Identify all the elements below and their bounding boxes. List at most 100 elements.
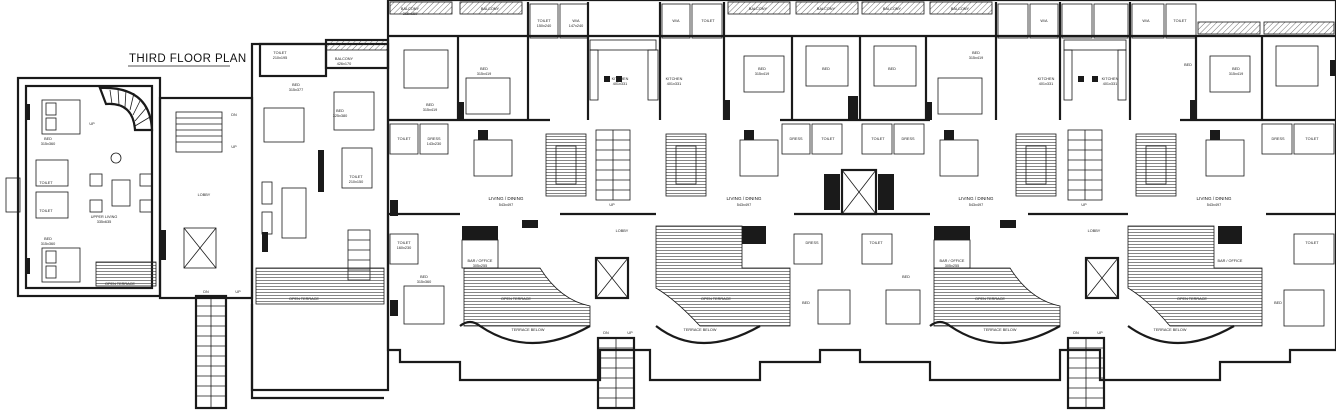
room-label-open-terrace: OPEN TERRACE	[105, 282, 135, 286]
stair-up-label: UP	[1081, 203, 1087, 207]
plan-title: THIRD FLOOR PLAN	[129, 53, 247, 65]
room-label-toilet: TOILET	[39, 209, 53, 213]
room-dim: 210x195	[273, 56, 288, 60]
room-label-balcony: BALCONY	[749, 7, 768, 11]
left-wing	[5, 76, 162, 298]
room-dim: 315x150	[403, 12, 418, 16]
room-label-toilet: TOILET	[871, 137, 885, 141]
room-label-bed: BED	[336, 109, 344, 113]
room-label-toilet: TOILET	[349, 175, 363, 179]
room-dim: 147x240	[569, 24, 584, 28]
room-label-toilet: TOILET	[273, 51, 287, 55]
main-building	[386, 0, 1336, 410]
room-dim: 315x360	[41, 242, 56, 246]
room-label-bed: BED	[802, 301, 810, 305]
room-dim: 543x497	[737, 203, 752, 207]
room-label-terrace-below: TERRACE BELOW	[684, 328, 717, 332]
room-label-bed: BED	[1274, 301, 1282, 305]
room-dim: 143x230	[427, 142, 442, 146]
room-label-toilet: TOILET	[537, 19, 551, 23]
room-label-wa: W/A	[572, 19, 580, 23]
stair-up-label: UP	[627, 331, 633, 335]
room-dim: 325x380	[333, 114, 348, 118]
room-label-wa: W/A	[1040, 19, 1048, 23]
room-dim: 401x331	[613, 82, 628, 86]
room-label-bar-office: BAR / OFFICE	[1218, 259, 1243, 263]
room-label-dress: DRESS	[805, 241, 819, 245]
room-label-balcony: BALCONY	[817, 7, 836, 11]
room-label-lobby: LOBBY	[198, 193, 211, 197]
room-dim: 315x419	[1229, 72, 1244, 76]
room-dim: 335x635	[97, 220, 112, 224]
room-label-bed: BED	[758, 67, 766, 71]
room-label-kitchen: KITCHEN	[666, 77, 683, 81]
room-label-open-terrace: OPEN TERRACE	[289, 297, 319, 301]
room-label-bed: BED	[1184, 63, 1192, 67]
room-label-toilet: TOILET	[1305, 241, 1319, 245]
room-label-dress: DRESS	[789, 137, 803, 141]
room-label-toilet: TOILET	[397, 137, 411, 141]
room-label-bed: BED	[420, 275, 428, 279]
room-label-living-dining: LIVING / DINING	[1197, 196, 1232, 201]
room-label-living-dining: LIVING / DINING	[959, 196, 994, 201]
room-label-bar-office: BAR / OFFICE	[468, 259, 493, 263]
stair-up-label: UP	[231, 145, 237, 149]
room-dim: 150x240	[537, 24, 552, 28]
room-label-dress: DRESS	[1271, 137, 1285, 141]
room-label-bed: BED	[822, 67, 830, 71]
room-label-dress: DRESS	[901, 137, 915, 141]
room-label-toilet: TOILET	[821, 137, 835, 141]
room-label-dress: DRESS	[427, 137, 441, 141]
room-dim: 543x497	[969, 203, 984, 207]
room-label-open-terrace: OPEN TERRACE	[975, 297, 1005, 301]
room-label-open-terrace: OPEN TERRACE	[1177, 297, 1207, 301]
stair-dn-label: DN	[1073, 331, 1079, 335]
room-label-terrace-below: TERRACE BELOW	[512, 328, 545, 332]
room-label-bed: BED	[480, 67, 488, 71]
room-dim: 210x150	[349, 180, 364, 184]
lobby-connector-left	[158, 96, 254, 410]
stair-dn-label: DN	[603, 331, 609, 335]
room-label-wa: W/A	[672, 19, 680, 23]
room-label-bed: BED	[888, 67, 896, 71]
room-label-balcony: BALCONY	[401, 7, 420, 11]
room-dim: 315x377	[289, 88, 304, 92]
room-label-bed: BED	[426, 103, 434, 107]
stair-up-label: UP	[1097, 331, 1103, 335]
room-label-toilet: TOILET	[701, 19, 715, 23]
room-label-toilet: TOILET	[39, 181, 53, 185]
room-label-bed: BED	[1232, 67, 1240, 71]
room-label-bed: BED	[902, 275, 910, 279]
room-dim: 315x419	[477, 72, 492, 76]
room-dim: 543x497	[1207, 203, 1222, 207]
room-dim: 315x419	[969, 56, 984, 60]
room-label-kitchen: KITCHEN	[1102, 77, 1119, 81]
room-label-balcony: BALCONY	[481, 7, 500, 11]
room-label-living-dining: LIVING / DINING	[727, 196, 762, 201]
room-label-lobby: LOBBY	[616, 229, 629, 233]
room-label-bed: BED	[44, 237, 52, 241]
room-dim: 305x255	[473, 264, 488, 268]
room-label-toilet: TOILET	[869, 241, 883, 245]
room-label-balcony: BALCONY	[951, 7, 970, 11]
room-label-kitchen: KITCHEN	[612, 77, 629, 81]
room-label-living-dining: LIVING / DINING	[489, 196, 524, 201]
room-label-open-terrace: OPEN TERRACE	[701, 297, 731, 301]
room-dim: 160x230	[397, 246, 412, 250]
room-dim: 315x360	[417, 280, 432, 284]
stair-dn-label: DN	[231, 113, 237, 117]
room-dim: 401x331	[1039, 82, 1054, 86]
room-label-bed: BED	[292, 83, 300, 87]
room-label-kitchen: KITCHEN	[1038, 77, 1055, 81]
room-label-toilet: TOILET	[397, 241, 411, 245]
room-label-bed: BED	[972, 51, 980, 55]
stair-dn-label: DN	[203, 290, 209, 294]
room-label-terrace-below: TERRACE BELOW	[984, 328, 1017, 332]
room-dim: 315x419	[423, 108, 438, 112]
stair-up-label: UP	[89, 122, 95, 126]
room-dim: 401x331	[1103, 82, 1118, 86]
room-label-upper-living: UPPER LIVING	[91, 215, 118, 219]
room-label-balcony: BALCONY	[883, 7, 902, 11]
room-dim: 315x360	[41, 142, 56, 146]
